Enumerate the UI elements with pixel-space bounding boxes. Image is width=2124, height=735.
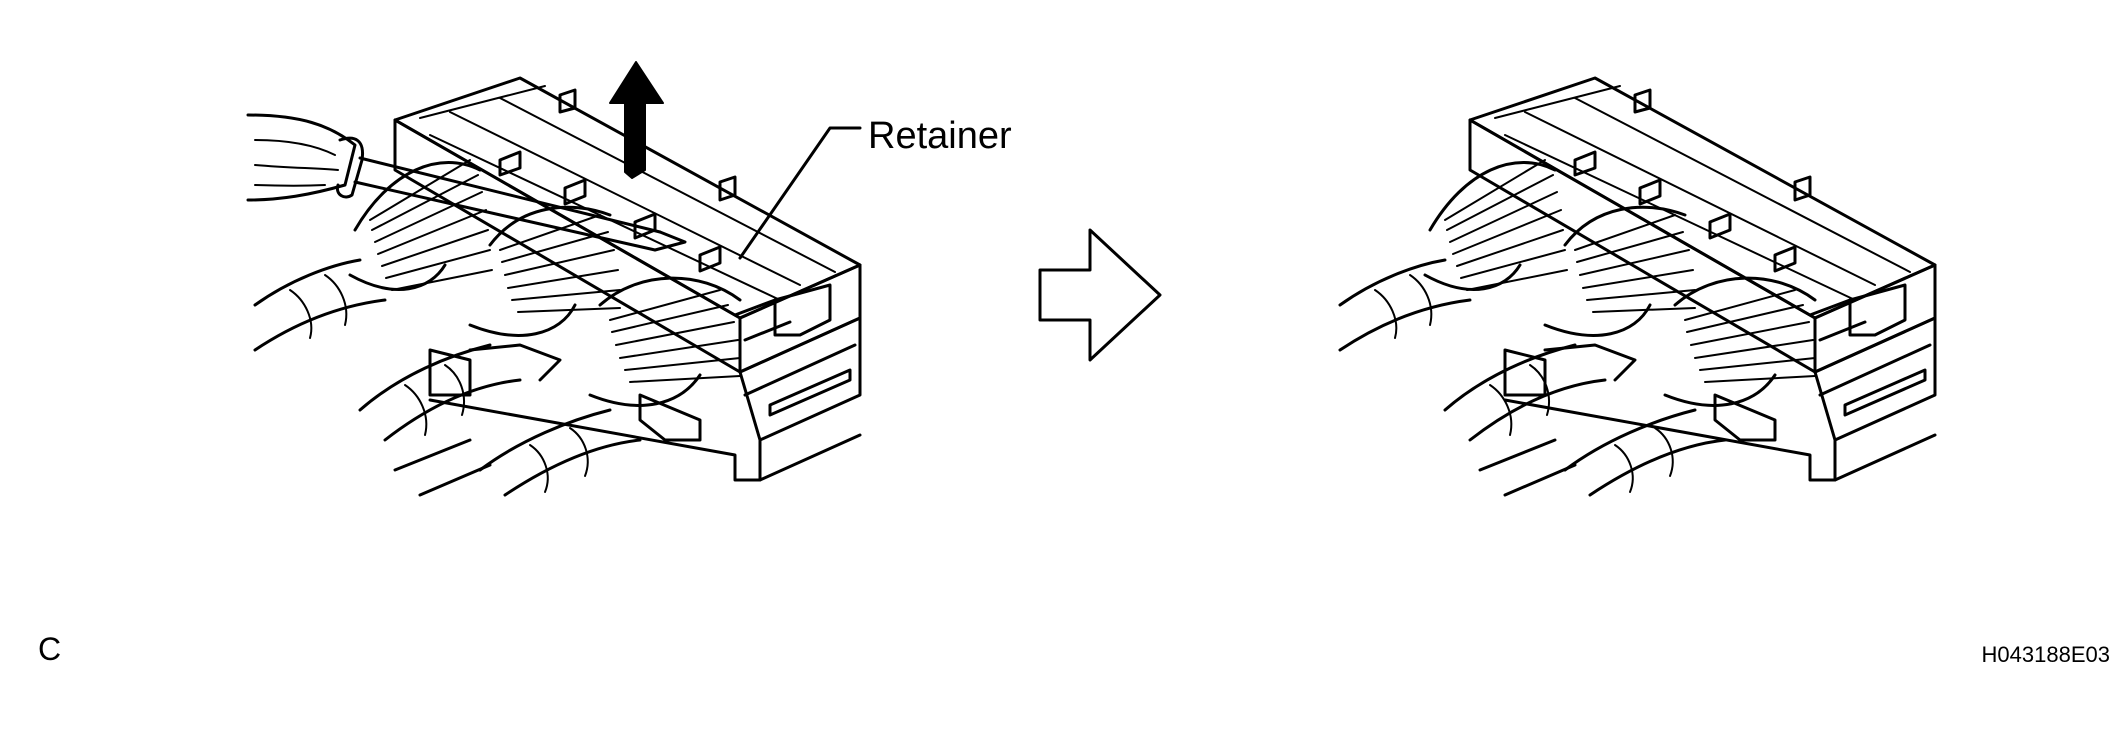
wire-fans-installed — [1423, 159, 1817, 407]
connector-with-screwdriver-illustration — [246, 61, 862, 497]
screwdriver — [246, 113, 687, 252]
step-arrow — [1038, 228, 1162, 362]
retainer-callout — [738, 126, 862, 260]
connector-retainer-installed-illustration — [1338, 76, 1937, 497]
wire-harness — [253, 258, 642, 497]
lift-arrow — [609, 61, 664, 179]
wire-fans — [348, 159, 742, 407]
connector-housing-installed — [1468, 76, 1937, 482]
retainer-label: Retainer — [868, 115, 1012, 157]
view-letter: C — [38, 631, 61, 667]
figure-code: H043188E03 — [1982, 642, 2110, 667]
wire-harness-installed — [1338, 258, 1727, 497]
